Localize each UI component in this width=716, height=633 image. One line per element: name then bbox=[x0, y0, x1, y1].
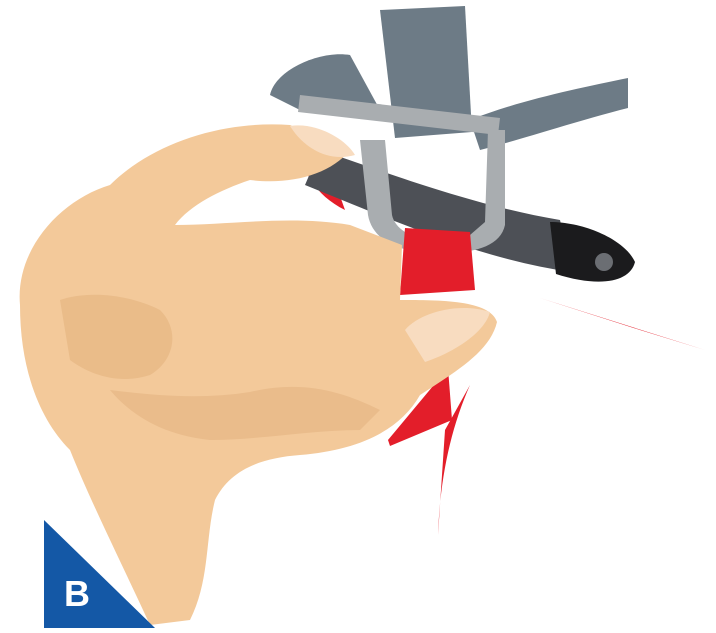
motion-arrow-icon bbox=[540, 298, 705, 350]
thumbnail bbox=[405, 308, 490, 362]
hand-icon bbox=[19, 124, 498, 625]
fingernail bbox=[290, 125, 355, 157]
motion-arrow-icon bbox=[438, 385, 470, 535]
step-badge-label: B bbox=[64, 573, 90, 614]
step-badge-triangle bbox=[44, 520, 155, 628]
strap bbox=[270, 6, 628, 150]
motion-arrow-icon bbox=[388, 368, 452, 446]
step-badge: B bbox=[44, 520, 155, 628]
strap-buckle-icon bbox=[298, 95, 505, 253]
red-tab bbox=[400, 228, 475, 295]
